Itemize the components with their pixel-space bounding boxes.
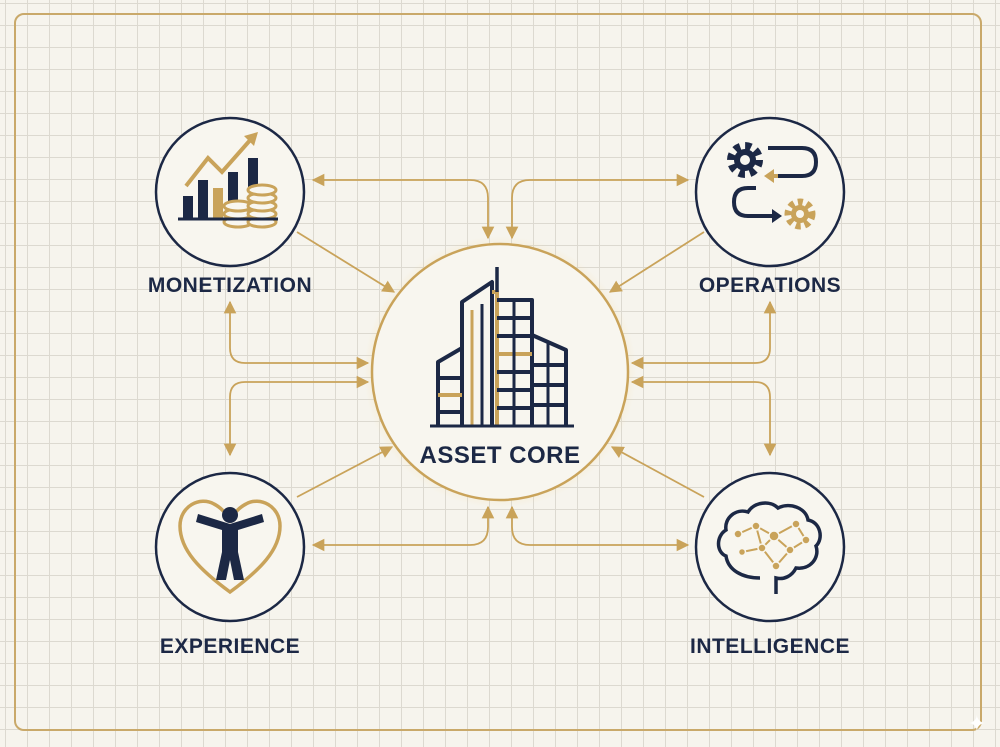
connector-experience-intelligence-right — [505, 505, 690, 552]
connector-monetization-core — [223, 300, 370, 370]
connector-operations-core — [630, 300, 777, 370]
sparkle-icon: ✦ — [967, 711, 986, 736]
connector-intelligence-diagonal — [610, 446, 705, 498]
experience-node: EXPERIENCE — [154, 471, 306, 658]
connector-monetization-operations-left — [311, 173, 495, 240]
connector-intelligence-core — [630, 375, 777, 457]
person-heart-icon — [178, 499, 282, 595]
operations-label: OPERATIONS — [699, 274, 841, 297]
intelligence-node: INTELLIGENCE — [690, 471, 850, 658]
office-building-icon — [430, 267, 574, 428]
connector-monetization-operations-right — [505, 173, 690, 240]
connector-experience-diagonal — [296, 446, 394, 498]
experience-label: EXPERIENCE — [160, 635, 300, 658]
intelligence-label: INTELLIGENCE — [690, 635, 850, 658]
growth-chart-coins-icon — [178, 132, 278, 229]
connector-operations-diagonal — [608, 231, 705, 293]
connectors — [223, 173, 777, 552]
diagram-frame — [14, 13, 982, 731]
monetization-node: MONETIZATION — [148, 116, 312, 297]
brain-network-icon — [716, 501, 822, 594]
monetization-label: MONETIZATION — [148, 274, 312, 297]
gears-process-icon — [727, 142, 819, 230]
connector-experience-intelligence-left — [311, 505, 495, 552]
operations-node: OPERATIONS — [694, 116, 846, 297]
asset-core-node: ASSET CORE — [364, 236, 636, 508]
connector-monetization-diagonal — [296, 231, 396, 293]
center-label: ASSET CORE — [419, 442, 580, 469]
connector-experience-core — [223, 375, 370, 457]
